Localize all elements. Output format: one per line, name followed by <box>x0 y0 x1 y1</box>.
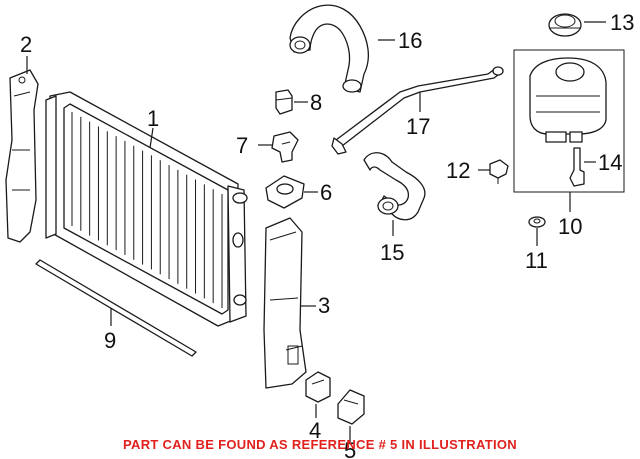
part-17-vent-line <box>331 66 504 155</box>
part-5-bracket <box>337 389 365 425</box>
part-11-washer <box>528 216 546 228</box>
part-10-expansion-tank-group <box>513 49 625 193</box>
callout-7: 7 <box>236 133 248 158</box>
part-8-bolt <box>275 89 293 115</box>
part-6-mount <box>265 175 305 209</box>
part-14-sensor <box>569 147 585 187</box>
callout-12: 12 <box>446 158 470 183</box>
callout-10: 10 <box>558 214 582 239</box>
part-7-bushing <box>271 131 299 163</box>
part-13-cap <box>548 13 582 37</box>
part-16-upper-hose <box>289 4 370 93</box>
callout-14: 14 <box>598 150 622 175</box>
part-4-clip <box>305 371 331 403</box>
callout-1: 1 <box>147 106 159 131</box>
part-9-seal-strip <box>35 259 197 357</box>
callout-9: 9 <box>104 328 116 353</box>
part-15-lower-hose <box>363 152 426 221</box>
callout-16: 16 <box>398 28 422 53</box>
leader-1 <box>149 127 154 149</box>
callout-8: 8 <box>310 90 322 115</box>
reference-caption: PART CAN BE FOUND AS REFERENCE # 5 IN IL… <box>123 437 517 452</box>
callout-11: 11 <box>525 248 548 273</box>
part-1-radiator <box>45 91 248 327</box>
part-12-screw <box>489 159 509 184</box>
callout-3: 3 <box>318 293 330 318</box>
part-3-air-duct <box>263 217 307 389</box>
callout-17: 17 <box>406 114 430 139</box>
callout-6: 6 <box>320 180 332 205</box>
callout-2: 2 <box>20 32 32 57</box>
callout-5: 5 <box>344 438 356 459</box>
callout-15: 15 <box>380 240 404 265</box>
callout-4: 4 <box>309 418 321 443</box>
callout-13: 13 <box>610 10 634 35</box>
part-2-side-bracket <box>5 69 39 243</box>
